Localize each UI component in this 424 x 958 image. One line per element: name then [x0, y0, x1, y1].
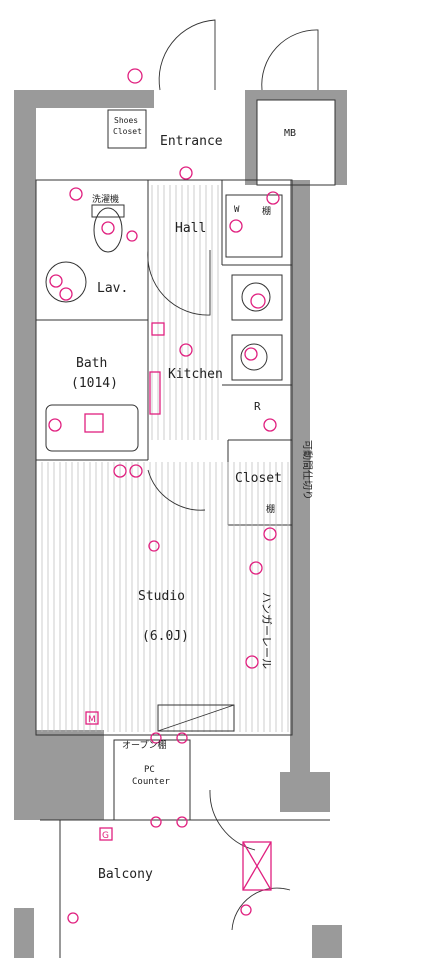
label-hall: Hall [175, 221, 206, 236]
label-hanger-rail: ハンガーレール [260, 592, 273, 669]
label-studio: Studio [138, 589, 185, 604]
interior-walls [35, 99, 336, 958]
label-pc: PC [144, 765, 155, 775]
label-balcony: Balcony [98, 867, 153, 882]
label-g: G [102, 831, 109, 841]
label-bath: Bath [76, 356, 107, 371]
electrical-symbols [48, 68, 280, 924]
floor-pattern [41, 185, 289, 732]
label-entrance: Entrance [160, 134, 223, 149]
label-shelf-top: 棚 [262, 205, 271, 217]
label-kitchen: Kitchen [168, 367, 223, 382]
labels: Shoes Closet Entrance MB Hall 洗濯機 W 棚 La… [71, 116, 314, 882]
label-r: R [254, 400, 261, 413]
label-shoes: Shoes [114, 116, 138, 125]
label-lav: Lav. [97, 281, 128, 296]
label-closet: Closet [235, 471, 282, 486]
label-counter: Counter [132, 777, 171, 787]
label-studio-size: (6.0J) [142, 629, 189, 644]
label-partition: 可動間仕切り [301, 440, 314, 500]
exterior-walls [14, 90, 347, 958]
label-w: W [234, 205, 240, 215]
label-m: M [88, 715, 96, 725]
label-bath-size: (1014) [71, 376, 118, 391]
label-closet-small: Closet [113, 127, 142, 136]
label-open-shelf: オープン棚 [122, 739, 166, 751]
label-mb: MB [284, 128, 296, 139]
label-shelf-closet: 棚 [266, 503, 275, 515]
label-washer-space: 洗濯機 [92, 193, 119, 205]
fixtures [45, 194, 283, 732]
